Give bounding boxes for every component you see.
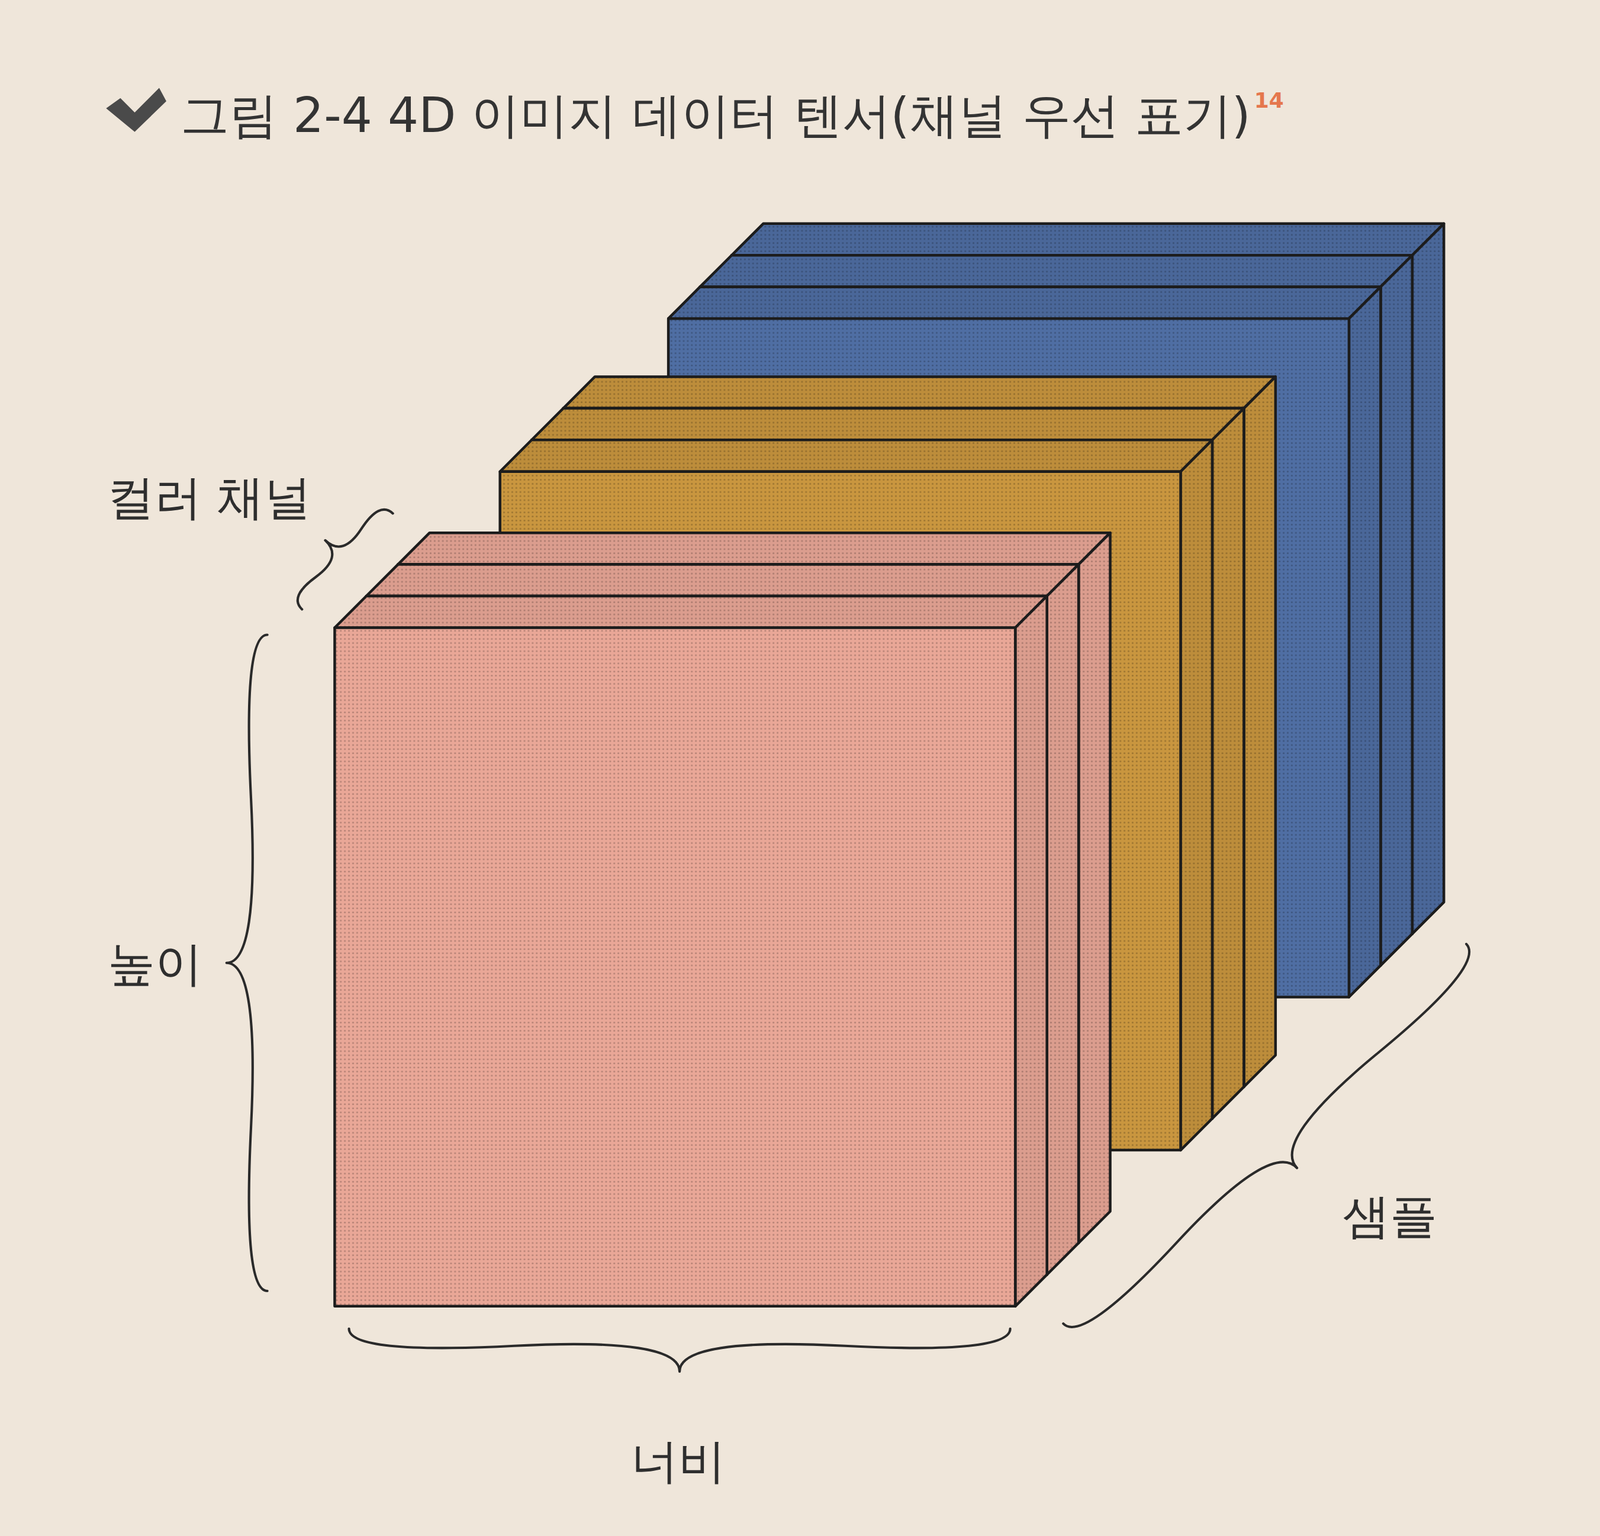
- blue-sample-top: [700, 255, 1413, 287]
- width-brace: [349, 1328, 1011, 1372]
- face-outline: [1349, 287, 1381, 998]
- channel-face: [531, 408, 1244, 440]
- check-icon: [105, 88, 167, 133]
- pink-sample-top: [334, 596, 1047, 628]
- halftone-texture: [1047, 564, 1079, 1276]
- halftone-texture: [1180, 439, 1212, 1151]
- blue-sample-top: [668, 287, 1381, 319]
- channel-face: [1078, 532, 1110, 1244]
- halftone-texture: [731, 223, 1444, 256]
- face-outline: [1047, 564, 1079, 1276]
- halftone-texture: [668, 287, 1381, 319]
- blue-sample-side: [1380, 255, 1412, 966]
- halftone-texture: [334, 627, 1016, 1306]
- channel-face: [668, 287, 1381, 319]
- halftone-texture: [1078, 532, 1110, 1244]
- channel-face: [1015, 596, 1047, 1307]
- pink-sample-top: [397, 532, 1110, 565]
- gold-sample-top: [500, 439, 1213, 472]
- halftone-texture: [700, 255, 1413, 287]
- face-outline: [1380, 255, 1412, 966]
- figure-title-box: 그림 2-4 4D 이미지 데이터 텐서(채널 우선 표기)14: [180, 88, 1284, 143]
- sample-brace: [1063, 944, 1470, 1328]
- halftone-texture: [563, 376, 1276, 408]
- gold-sample-side: [1243, 376, 1276, 1087]
- face-outline: [1412, 223, 1444, 935]
- face-outline: [500, 439, 1213, 472]
- face-outline: [563, 376, 1276, 408]
- face-outline: [668, 287, 1381, 319]
- channel-face: [500, 439, 1213, 472]
- gold-sample-top: [531, 408, 1244, 440]
- pink-sample-side: [1015, 596, 1047, 1307]
- pink-sample-side: [1078, 532, 1110, 1244]
- halftone-texture: [366, 564, 1079, 597]
- halftone-texture: [500, 439, 1213, 472]
- channel-face: [334, 596, 1047, 628]
- channel-face: [563, 376, 1276, 408]
- axis-label: 샘플: [1342, 1192, 1438, 1241]
- figure-title: 그림 2-4 4D 이미지 데이터 텐서(채널 우선 표기): [180, 87, 1251, 144]
- blue-sample-side: [1412, 223, 1444, 935]
- height-brace: [226, 635, 268, 1292]
- halftone-texture: [1212, 408, 1244, 1119]
- gold-sample-side: [1180, 439, 1212, 1151]
- pink-sample-side: [1047, 564, 1079, 1276]
- blue-sample-side: [1349, 287, 1381, 998]
- halftone-texture: [334, 596, 1047, 628]
- face-outline: [366, 564, 1079, 597]
- channel-face: [700, 255, 1413, 287]
- halftone-texture: [1380, 255, 1412, 966]
- face-outline: [1212, 408, 1244, 1119]
- face-outline: [334, 596, 1047, 628]
- channel-face: [1047, 564, 1079, 1276]
- channel-face: [334, 627, 1016, 1306]
- pink-sample-front: [334, 627, 1016, 1306]
- face-outline: [1180, 439, 1212, 1151]
- axis-label: 높이: [107, 940, 203, 988]
- halftone-texture: [1015, 596, 1047, 1307]
- halftone-texture: [1349, 287, 1381, 998]
- halftone-texture: [1412, 223, 1444, 935]
- face-outline: [731, 223, 1444, 256]
- face-outline: [397, 532, 1110, 565]
- channel-face: [1243, 376, 1276, 1087]
- channel-face: [731, 223, 1444, 256]
- channel-face: [1412, 223, 1444, 935]
- face-outline: [1078, 532, 1110, 1244]
- footnote-mark: 14: [1254, 88, 1284, 113]
- gold-sample-side: [1212, 408, 1244, 1119]
- face-outline: [1015, 596, 1047, 1307]
- channel-brace: [297, 509, 394, 610]
- blue-sample-top: [731, 223, 1444, 256]
- channel-face: [1380, 255, 1412, 966]
- halftone-texture: [397, 532, 1110, 565]
- channel-face: [1180, 439, 1212, 1151]
- face-outline: [531, 408, 1244, 440]
- axis-label: 컬러 채널: [107, 474, 312, 522]
- axis-label: 너비: [631, 1437, 726, 1486]
- halftone-texture: [1243, 376, 1276, 1087]
- face-outline: [700, 255, 1413, 287]
- channel-face: [1212, 408, 1244, 1119]
- channel-face: [397, 532, 1110, 565]
- gold-sample-top: [563, 376, 1276, 408]
- face-outline: [334, 627, 1016, 1306]
- halftone-texture: [531, 408, 1244, 440]
- face-outline: [1243, 376, 1276, 1087]
- pink-sample-top: [366, 564, 1079, 597]
- channel-face: [366, 564, 1079, 597]
- channel-face: [1349, 287, 1381, 998]
